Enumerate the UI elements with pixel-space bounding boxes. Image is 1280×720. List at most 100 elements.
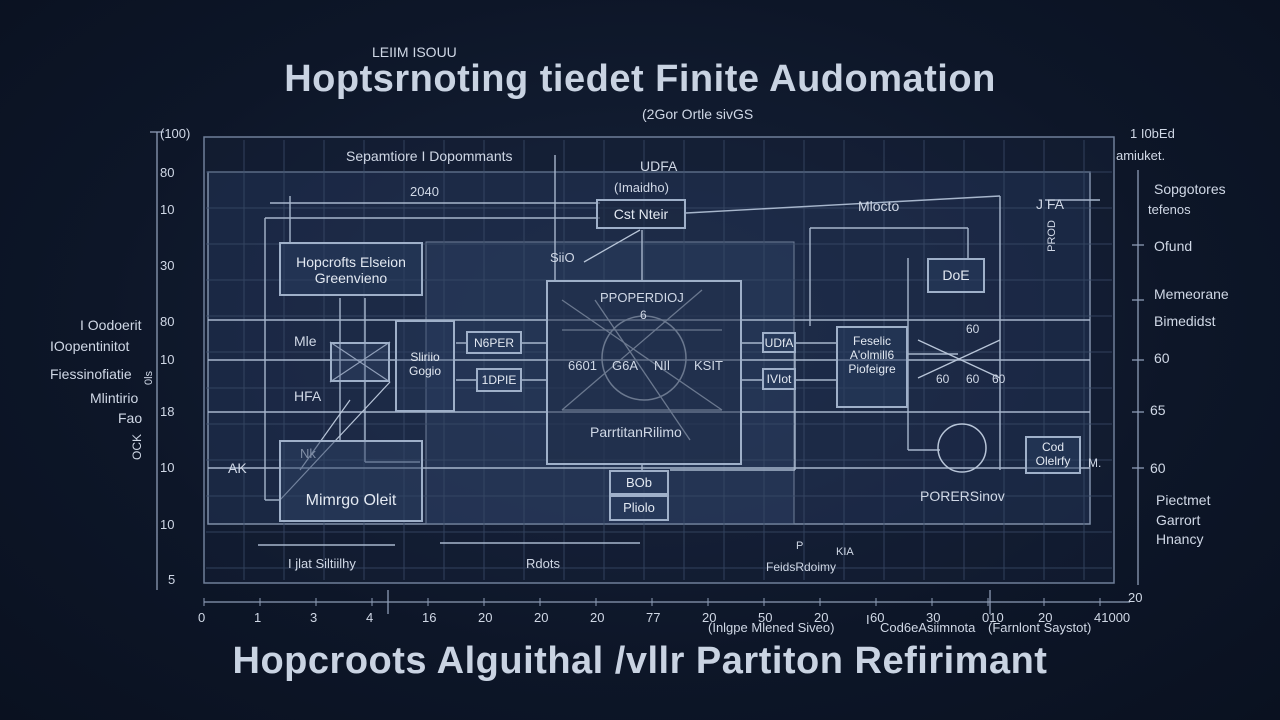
n60b-label: 60 bbox=[936, 372, 950, 386]
jfa-label: J FA bbox=[1036, 196, 1065, 212]
feselic-line-1: Feselic bbox=[852, 334, 891, 348]
cod-line-2: Olelrfy bbox=[1035, 454, 1071, 468]
sliriio-line-2: Gogio bbox=[408, 364, 442, 378]
udfa-label: UDFA bbox=[640, 158, 678, 174]
left-tick-10: 5 bbox=[168, 572, 176, 587]
hopcrofts-box: Hopcrofts Elseion Greenvieno bbox=[279, 242, 423, 296]
pe-label: P bbox=[796, 540, 804, 552]
cst-nteir-label: Cst Nteir bbox=[613, 206, 669, 222]
bottom-tick-label: 4 bbox=[366, 610, 374, 625]
circle-mid-right-label: NIl bbox=[654, 358, 670, 373]
right-circle bbox=[937, 423, 987, 473]
bottom-note-4: (Farnlont Saystot) bbox=[988, 620, 1092, 635]
right-note-2: amiuket. bbox=[1116, 148, 1166, 163]
left-list-1: I Oodoerit bbox=[80, 317, 142, 333]
left-tick-2: 80 bbox=[160, 165, 175, 180]
ppoperdioj-label: PPOPERDIOJ bbox=[600, 290, 684, 305]
right-x-lines bbox=[917, 339, 1001, 379]
subtitle: (2Gor Ortle sivGS bbox=[642, 106, 754, 122]
hopcrofts-line-2: Greenvieno bbox=[314, 270, 388, 286]
cod-box: Cod Olelrfy bbox=[1025, 436, 1081, 474]
feid-label: FeidsRdoimy bbox=[766, 560, 837, 574]
pliolo-box: Pliolo bbox=[609, 495, 669, 521]
right-bottom-3: Hnancy bbox=[1156, 531, 1204, 547]
left-tick-4: 30 bbox=[160, 258, 175, 273]
feselic-line-3: Piofeigre bbox=[848, 362, 896, 376]
cod-line-1: Cod bbox=[1041, 440, 1064, 454]
small-6-label: 6 bbox=[640, 308, 647, 322]
right-list-1: Sopgotores bbox=[1154, 181, 1226, 197]
separation-label: Sepamtiore I Dopommants bbox=[346, 148, 513, 164]
bottom-tick-label: 20 bbox=[534, 610, 549, 625]
right-note-1: 1 I0bEd bbox=[1130, 126, 1175, 141]
bottom-tick-label: 16 bbox=[422, 610, 437, 625]
porersinov-label: PORERSinov bbox=[920, 488, 1005, 504]
n60d-label: 60 bbox=[992, 372, 1006, 386]
circle-right-label: KSIT bbox=[694, 358, 723, 373]
ivlot-label: IVIot bbox=[766, 372, 792, 386]
left-list-3: Fiessinofiatie bbox=[50, 366, 132, 382]
right-list-2: tefenos bbox=[1148, 202, 1191, 217]
sio-label: SiiO bbox=[550, 250, 575, 265]
left-tick-9: 10 bbox=[160, 517, 175, 532]
bottom-title: Hopcroots Alguithal /vllr Partiton Refir… bbox=[232, 640, 1048, 682]
bottom-tick-label: 010 bbox=[982, 610, 1004, 625]
bottom-note-1: (Inlgpe Mlened Siveo) bbox=[708, 620, 835, 635]
bottom-tick-label: 20 bbox=[478, 610, 493, 625]
bottom-tick-label: 60 bbox=[870, 610, 885, 625]
bottom-note-3: Cod6eAsiimnota bbox=[880, 620, 976, 635]
n6per-box: N6PER bbox=[466, 331, 522, 354]
right-list-5: Bimedidst bbox=[1154, 313, 1216, 329]
pliolo-label: Pliolo bbox=[623, 500, 655, 515]
cross-box bbox=[330, 342, 390, 382]
left-tick-7: 18 bbox=[160, 404, 175, 419]
ak-label: AK bbox=[228, 460, 247, 476]
left-tick-6: 10 bbox=[160, 352, 175, 367]
n1dpie-label: 1DPIE bbox=[481, 373, 517, 387]
left-tick-5: 80 bbox=[160, 314, 175, 329]
n2040-label: 2040 bbox=[410, 184, 439, 199]
right-list-3: Ofund bbox=[1154, 238, 1193, 254]
partition-label: ParrtitanRilimo bbox=[590, 424, 682, 440]
n60c-label: 60 bbox=[966, 372, 980, 386]
left-tick-8: 10 bbox=[160, 460, 175, 475]
right-tick-1: 60 bbox=[1154, 350, 1170, 366]
right-axis bbox=[1132, 170, 1144, 585]
left-axis bbox=[150, 131, 164, 590]
mlocto-label: Mlocto bbox=[858, 198, 900, 214]
doe-label: DoE bbox=[942, 267, 970, 283]
m-small-label: M. bbox=[1088, 456, 1102, 470]
hfa-label: HFA bbox=[294, 388, 322, 404]
udfa2-box: UDfA bbox=[762, 332, 796, 353]
n6per-label: N6PER bbox=[473, 336, 514, 350]
sliriio-box: Sliriio Gogio bbox=[395, 320, 455, 412]
right-tick-2: 65 bbox=[1150, 402, 1166, 418]
mimrgo-box: Mimrgo Oleit bbox=[279, 440, 423, 522]
bottom-tick-label: 3 bbox=[310, 610, 318, 625]
bottom-note-2: I bbox=[866, 612, 870, 627]
n60-label: 60 bbox=[966, 322, 980, 336]
feselic-line-2: A'olmill6 bbox=[849, 348, 895, 362]
bob-box: BOb bbox=[609, 470, 669, 495]
mimrgo-label: Mimrgo Oleit bbox=[305, 492, 397, 509]
circle-left-label: 6601 bbox=[568, 358, 597, 373]
ijlat-label: I jlat Siltiilhy bbox=[288, 556, 356, 571]
partition-box bbox=[546, 280, 742, 465]
vertical-tag: PROD bbox=[1045, 220, 1058, 252]
kia-label: KIA bbox=[836, 546, 854, 558]
bottom-tick-label: 20 bbox=[590, 610, 605, 625]
bottom-tick-marks bbox=[203, 598, 1101, 606]
mle-label: Mle bbox=[294, 333, 317, 349]
ivlot-box: IVIot bbox=[762, 368, 796, 390]
circle-mid-left-label: G6A bbox=[612, 358, 639, 373]
bottom-tick-label: 50 bbox=[758, 610, 773, 625]
imbho-label: (Imaidho) bbox=[614, 180, 669, 195]
cst-nteir-box: Cst Nteir bbox=[596, 199, 686, 229]
bottom-tick-label: 0 bbox=[198, 610, 206, 625]
bottom-tick-label: 77 bbox=[646, 610, 661, 625]
udfa2-label: UDfA bbox=[764, 336, 794, 350]
bottom-right-end: 20 bbox=[1128, 590, 1143, 605]
bottom-tick-label: 41000 bbox=[1094, 610, 1131, 625]
right-bottom-1: Piectmet bbox=[1156, 492, 1211, 508]
